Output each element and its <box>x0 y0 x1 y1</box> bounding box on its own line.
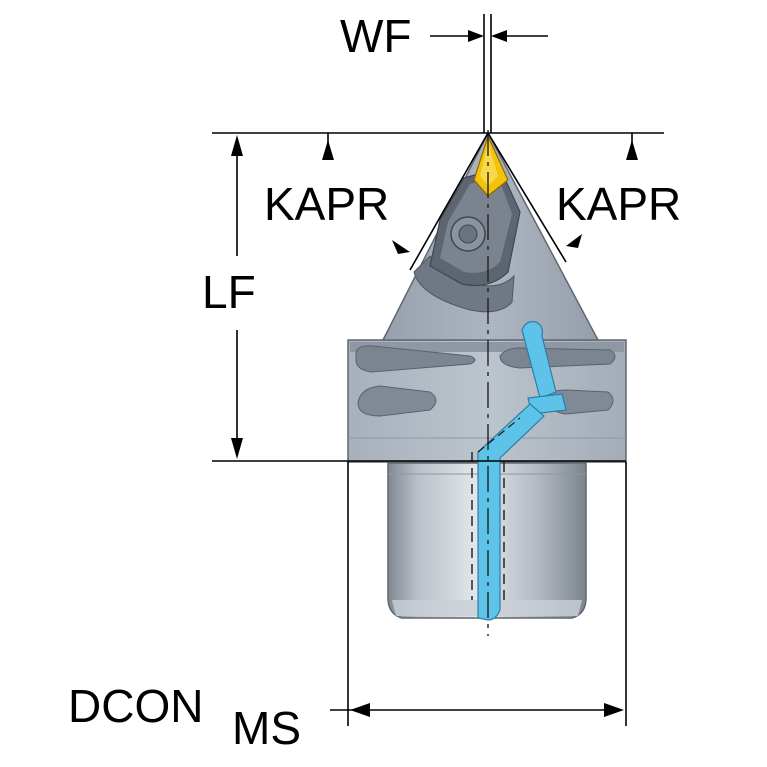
clamp-body <box>347 339 627 463</box>
lf-label: LF <box>202 266 256 318</box>
wf-label: WF <box>340 10 412 62</box>
dcon-subscript-label: MS <box>232 702 301 754</box>
kapr-left-label: KAPR <box>264 178 389 230</box>
coolant-channel <box>471 321 567 621</box>
dcon-label: DCON <box>68 680 203 732</box>
arrowheads <box>231 30 638 717</box>
cutting-head <box>381 131 600 341</box>
kapr-right-label: KAPR <box>556 178 681 230</box>
dimension-lines <box>212 14 664 726</box>
